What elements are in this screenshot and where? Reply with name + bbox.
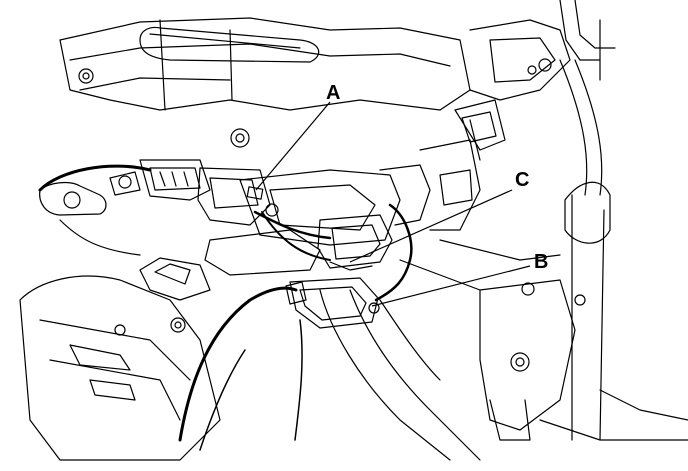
callout-label-a: A: [326, 82, 340, 104]
callout-labels: A B C: [326, 82, 548, 273]
leader-line-c: [349, 189, 513, 263]
callout-label-c: C: [515, 169, 529, 191]
leader-line-b: [371, 265, 531, 307]
engine-structure: [19, 0, 688, 461]
leader-line-a: [255, 101, 331, 191]
callout-label-b: B: [534, 251, 548, 273]
callout-leaders: [255, 101, 531, 307]
wiring-harness: [38, 164, 413, 451]
